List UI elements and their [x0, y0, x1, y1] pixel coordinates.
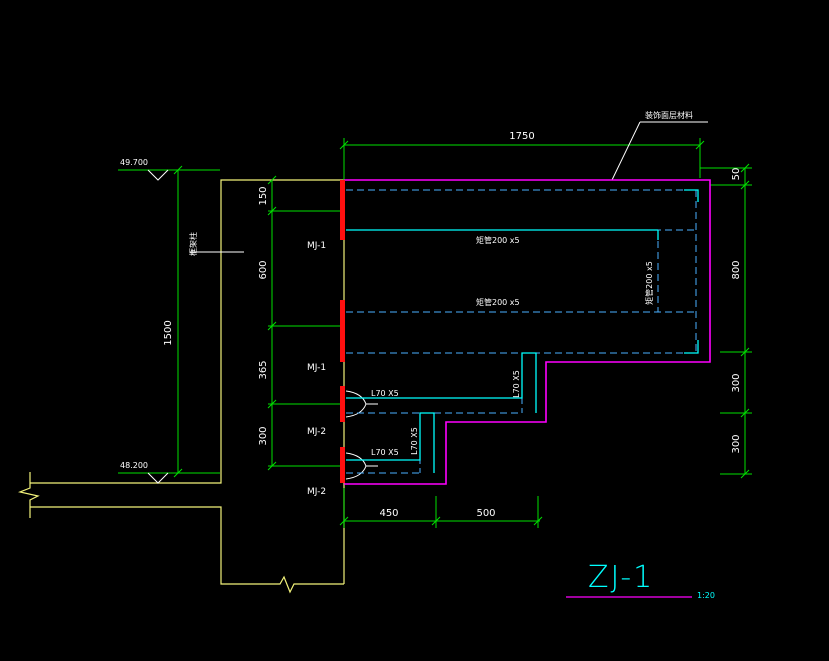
pipe-lower-label: 矩管200 x5	[476, 297, 520, 307]
callout-leader	[611, 121, 641, 181]
angle-label-2: L70 X5	[371, 448, 399, 457]
dim-right-300a: 300	[731, 373, 742, 392]
dim-bottom-450: 450	[379, 508, 398, 519]
mj2-label-a: MJ-2	[307, 427, 326, 437]
dim-right-800: 800	[731, 260, 742, 279]
dim-bottom-500: 500	[476, 508, 495, 519]
dimension-lines	[118, 138, 752, 528]
plate-mj1-b	[340, 300, 345, 362]
angle-solid-lines	[346, 189, 699, 473]
break-line-left	[17, 472, 40, 518]
mj2-label-b: MJ-2	[307, 487, 326, 497]
angle-label-1: L70 X5	[371, 389, 399, 398]
slab-outline	[30, 506, 344, 594]
member-label: 框架柱	[188, 232, 198, 256]
angle-v-label-2: L70 X5	[410, 427, 419, 455]
dim-left-365: 365	[258, 360, 269, 379]
dim-top-width: 1750	[509, 131, 534, 142]
elevation-bottom-triangle	[147, 472, 169, 484]
dim-left-total: 1500	[163, 320, 174, 345]
pipe-dashed-lines	[346, 189, 697, 474]
plate-mj1-a	[340, 180, 345, 240]
callout-label: 装饰面层材料	[645, 110, 693, 120]
mj2-shoe-b	[345, 452, 367, 480]
leader-lines	[190, 121, 708, 480]
elevation-top-triangle	[147, 169, 169, 181]
plate-mj2-b	[340, 447, 345, 483]
dim-left-300: 300	[258, 426, 269, 445]
mj1-label-a: MJ-1	[307, 241, 326, 251]
angle-v-label-1: L70 X5	[512, 370, 521, 398]
mj1-label-b: MJ-1	[307, 363, 326, 373]
elevation-markers	[147, 169, 169, 484]
drawing-title: ZJ-1	[588, 560, 654, 595]
drawing-scale: 1:20	[697, 591, 715, 600]
cladding-outline	[344, 179, 711, 485]
column-outline	[30, 179, 344, 484]
dim-left-150: 150	[258, 186, 269, 205]
dim-right-50: 50	[731, 168, 742, 181]
pipe-upper-label: 矩管200 x5	[476, 235, 520, 245]
plate-mj2-a	[340, 386, 345, 422]
dim-right-300b: 300	[731, 434, 742, 453]
dim-left-600: 600	[258, 260, 269, 279]
elevation-bottom-label: 48.200	[120, 461, 148, 470]
elevation-top-label: 49.700	[120, 158, 148, 167]
mounting-plates	[340, 180, 345, 483]
structure-lines	[17, 179, 345, 594]
pipe-vertical-label: 矩管200 x5	[644, 261, 654, 305]
